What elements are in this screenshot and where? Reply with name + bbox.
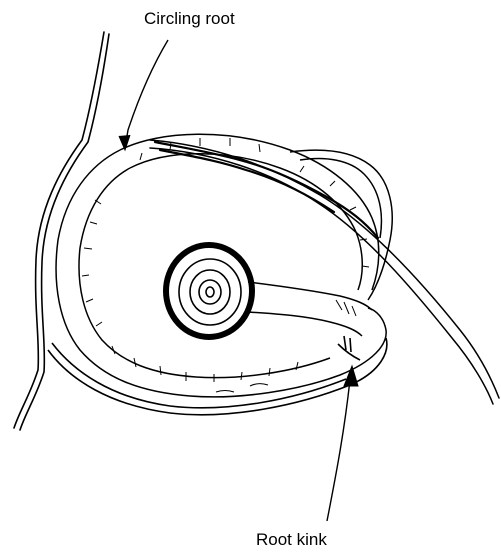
crossing-root-strands [155,142,378,238]
circling-root-leader [119,40,168,150]
root-band-texture [82,138,369,392]
trunk-cross-section [166,245,252,337]
lateral-root [248,282,372,336]
circling-root-band [56,134,392,397]
root-kink-label: Root kink [256,531,327,548]
circling-root-label: Circling root [144,10,235,27]
outer-boundary-line-left [14,32,109,430]
root-kink [338,336,360,360]
root-kink-leader [327,366,358,521]
